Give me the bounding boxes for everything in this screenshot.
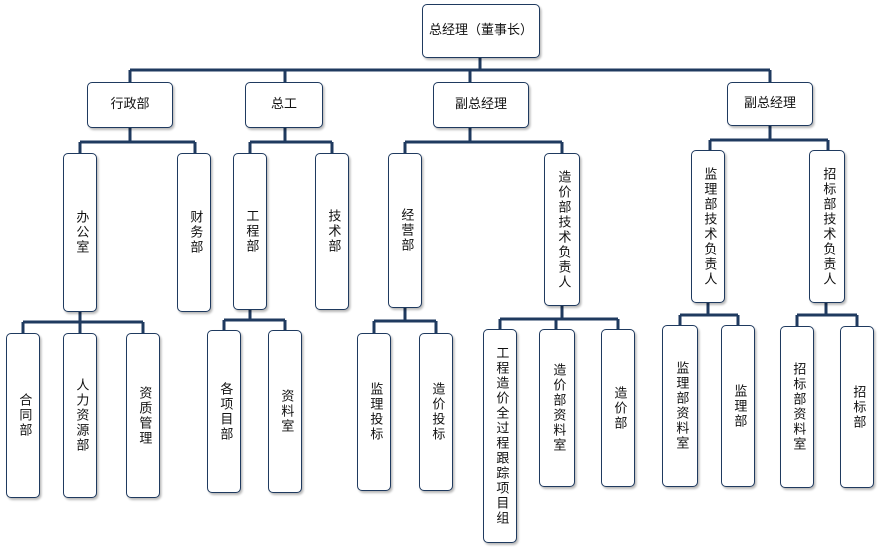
node-label: 副总经理 [454, 96, 507, 112]
node-cost-bidding: 造价投标 [419, 333, 453, 491]
node-vice-gm-2: 副总经理 [727, 82, 813, 126]
node-supervision-bidding: 监理投标 [357, 333, 391, 491]
node-label: 造价部 [611, 385, 627, 431]
node-supervision-archive-room: 监理部资料室 [662, 325, 698, 487]
node-finance-dept: 财务部 [177, 153, 211, 312]
node-qualification-mgmt: 资质管理 [126, 333, 160, 498]
node-label: 资质管理 [136, 385, 152, 446]
node-label: 经营部 [398, 208, 414, 253]
node-supervision-tech-head: 监理部技术负责人 [691, 150, 725, 303]
node-label: 财务部 [187, 210, 203, 255]
node-cost-tech-head: 造价部技术负责人 [544, 153, 580, 306]
node-archive-room: 资料室 [268, 330, 302, 493]
node-label: 监理部技术负责人 [701, 166, 717, 287]
node-label: 资料室 [278, 389, 294, 434]
node-project-depts: 各项目部 [207, 330, 241, 493]
node-office: 办公室 [63, 153, 97, 312]
node-tender-dept: 招标部 [840, 326, 874, 488]
node-admin-dept: 行政部 [87, 82, 173, 128]
node-cost-archive-room: 造价部资料室 [539, 329, 575, 487]
node-vice-gm-1: 副总经理 [433, 82, 529, 128]
node-label: 行政部 [110, 96, 150, 112]
node-label: 总工 [270, 96, 297, 112]
node-label: 造价部资料室 [550, 363, 566, 453]
node-label: 招标部资料室 [790, 362, 806, 452]
node-tender-tech-head: 招标部技术负责人 [809, 150, 845, 303]
node-label: 总经理（董事长） [428, 22, 533, 38]
node-hr-dept: 人力资源部 [63, 333, 97, 498]
node-label: 工程部 [243, 209, 259, 254]
node-tender-archive-room: 招标部资料室 [780, 326, 814, 488]
node-label: 造价部技术负责人 [555, 169, 571, 290]
node-label: 监理部 [731, 383, 747, 429]
node-contracts-dept: 合同部 [6, 333, 40, 498]
node-label: 造价投标 [429, 382, 445, 442]
node-label: 监理投标 [367, 382, 383, 442]
node-general-manager: 总经理（董事长） [422, 4, 540, 58]
node-label: 合同部 [16, 393, 32, 438]
node-technical-dept: 技术部 [315, 153, 349, 310]
node-label: 人力资源部 [73, 378, 89, 453]
node-label: 副总经理 [743, 95, 796, 111]
node-chief-engineer: 总工 [245, 82, 323, 128]
node-business-dept: 经营部 [388, 153, 422, 308]
node-full-process-team: 工程造价全过程跟踪项目组 [483, 329, 517, 543]
node-label: 招标部 [850, 384, 866, 430]
node-label: 监理部资料室 [673, 361, 689, 451]
node-label: 各项目部 [217, 381, 233, 442]
node-label: 办公室 [73, 210, 89, 255]
node-engineering-dept: 工程部 [233, 153, 267, 310]
node-label: 招标部技术负责人 [820, 166, 836, 287]
node-label: 工程造价全过程跟踪项目组 [493, 346, 509, 526]
node-label: 技术部 [325, 209, 341, 254]
node-cost-dept: 造价部 [601, 329, 635, 487]
node-supervision-dept: 监理部 [721, 325, 755, 487]
